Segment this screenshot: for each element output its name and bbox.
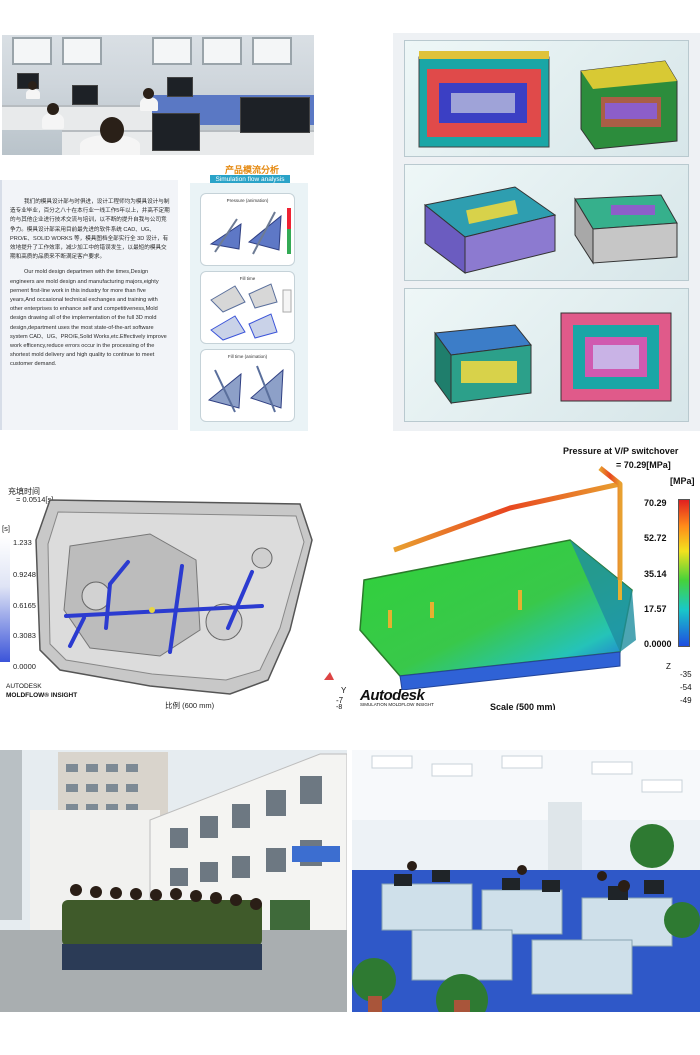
team-photo — [0, 750, 347, 1012]
person-head — [143, 88, 154, 99]
scale-label: Scale (500 mm) — [490, 702, 556, 710]
window — [12, 37, 52, 65]
axis-label: -35 — [680, 670, 692, 679]
colorbar-tick: 35.14 — [644, 569, 667, 579]
person-head — [28, 81, 37, 90]
desk — [2, 105, 152, 130]
simulation-cards: Pressure (animation) Fill time Fill time… — [190, 183, 308, 431]
simulation-card-filltime-animation: Fill time (animation) — [200, 349, 295, 422]
simulation-card-caption: Pressure (animation) — [226, 198, 269, 203]
office-photo-bottom — [352, 750, 700, 1012]
axis-label: -49 — [680, 696, 692, 705]
axis-label: Z — [666, 662, 671, 671]
axis-triad — [324, 672, 334, 680]
simulation-card-caption: Fill time — [239, 276, 256, 281]
mold-render — [418, 51, 678, 150]
person — [80, 135, 140, 155]
pressure-title: Pressure at V/P switchover — [563, 446, 679, 456]
autodesk-logo-text: AUTODESK — [6, 683, 42, 690]
colorbar-tick: 17.57 — [644, 604, 667, 614]
intro-panel: 我们的模具设计部与时俱进，设计工程师均为模具设计与制造专业毕业，百分之八十在本行… — [0, 180, 178, 430]
simulation-thumbnail — [207, 365, 284, 413]
axis-label: -8 — [336, 704, 343, 710]
pressure-colorbar — [678, 499, 690, 647]
fill-time-plot: 充填时间 = 0.0514[s] [s] 1.233 0.9248 0.6165… — [0, 480, 340, 710]
person — [42, 113, 64, 129]
colorbar-tick: 0.3083 — [13, 631, 36, 640]
mold-image-row-1 — [404, 40, 689, 157]
monitor — [240, 97, 310, 133]
intro-text-zh: 我们的模具设计部与时俱进，设计工程师均为模具设计与制造专业毕业，百分之八十在本行… — [10, 199, 170, 261]
mold-image-row-3 — [404, 288, 689, 422]
moldflow-product-text: SIMULATION MOLDFLOW INSIGHT — [360, 702, 434, 707]
colorbar-tick: 70.29 — [644, 498, 667, 508]
monitor — [167, 77, 193, 97]
colorbar-tick: 0.9248 — [13, 570, 36, 579]
part-model — [324, 466, 636, 690]
moldflow-product-text: MOLDFLOW® INSIGHT — [6, 692, 78, 699]
axis-label: -7 — [336, 696, 344, 705]
window — [152, 37, 192, 65]
fill-time-value: = 0.0514[s] — [16, 495, 54, 504]
simulation-card-pressure: Pressure (animation) — [200, 193, 295, 266]
simulation-title-zh: 产品模流分析 — [224, 165, 279, 175]
simulation-card-caption: Fill time (animation) — [227, 354, 268, 359]
door-panel-model — [35, 499, 313, 695]
mold-designs-panel — [393, 33, 700, 431]
mold-render — [423, 186, 678, 274]
pressure-unit: [MPa] — [670, 476, 695, 486]
autodesk-logo-text: Autodesk — [360, 687, 425, 704]
colorbar-tick: 0.6165 — [13, 601, 36, 610]
simulation-title-en: Simulation flow analysis — [210, 175, 290, 185]
person-head — [47, 103, 59, 115]
office-scene — [352, 750, 700, 1012]
pressure-plot: Pressure at V/P switchover = 70.29[MPa] … — [320, 440, 700, 710]
window — [252, 37, 292, 65]
simulation-thumbnail — [210, 283, 292, 341]
axis-label: -54 — [680, 683, 692, 692]
factory-scene — [0, 750, 347, 1012]
mold-image-row-2 — [404, 164, 689, 281]
window — [202, 37, 242, 65]
person — [140, 97, 158, 111]
window — [62, 37, 102, 65]
office-photo-top — [2, 35, 314, 155]
simulation-thumbnail — [209, 208, 291, 255]
monitor — [72, 85, 98, 105]
person — [26, 89, 40, 99]
axis-label: Y — [341, 686, 347, 695]
pressure-value: = 70.29[MPa] — [616, 460, 671, 470]
fill-time-unit: [s] — [2, 524, 10, 533]
person-head — [100, 117, 124, 143]
intro-text-en: Our mold design departmen with the times… — [10, 269, 167, 368]
colorbar-tick: 0.0000 — [644, 639, 672, 649]
monitor — [152, 113, 200, 151]
colorbar-tick: 1.233 — [13, 538, 32, 547]
colorbar-tick: 52.72 — [644, 533, 667, 543]
simulation-card-filltime: Fill time — [200, 271, 295, 344]
colorbar-tick: 0.0000 — [13, 662, 36, 671]
fill-time-title: 充填时间 — [8, 487, 40, 496]
mold-render — [434, 312, 672, 405]
scale-label: 比例 (600 mm) — [165, 701, 215, 710]
fill-time-colorbar — [0, 536, 10, 662]
